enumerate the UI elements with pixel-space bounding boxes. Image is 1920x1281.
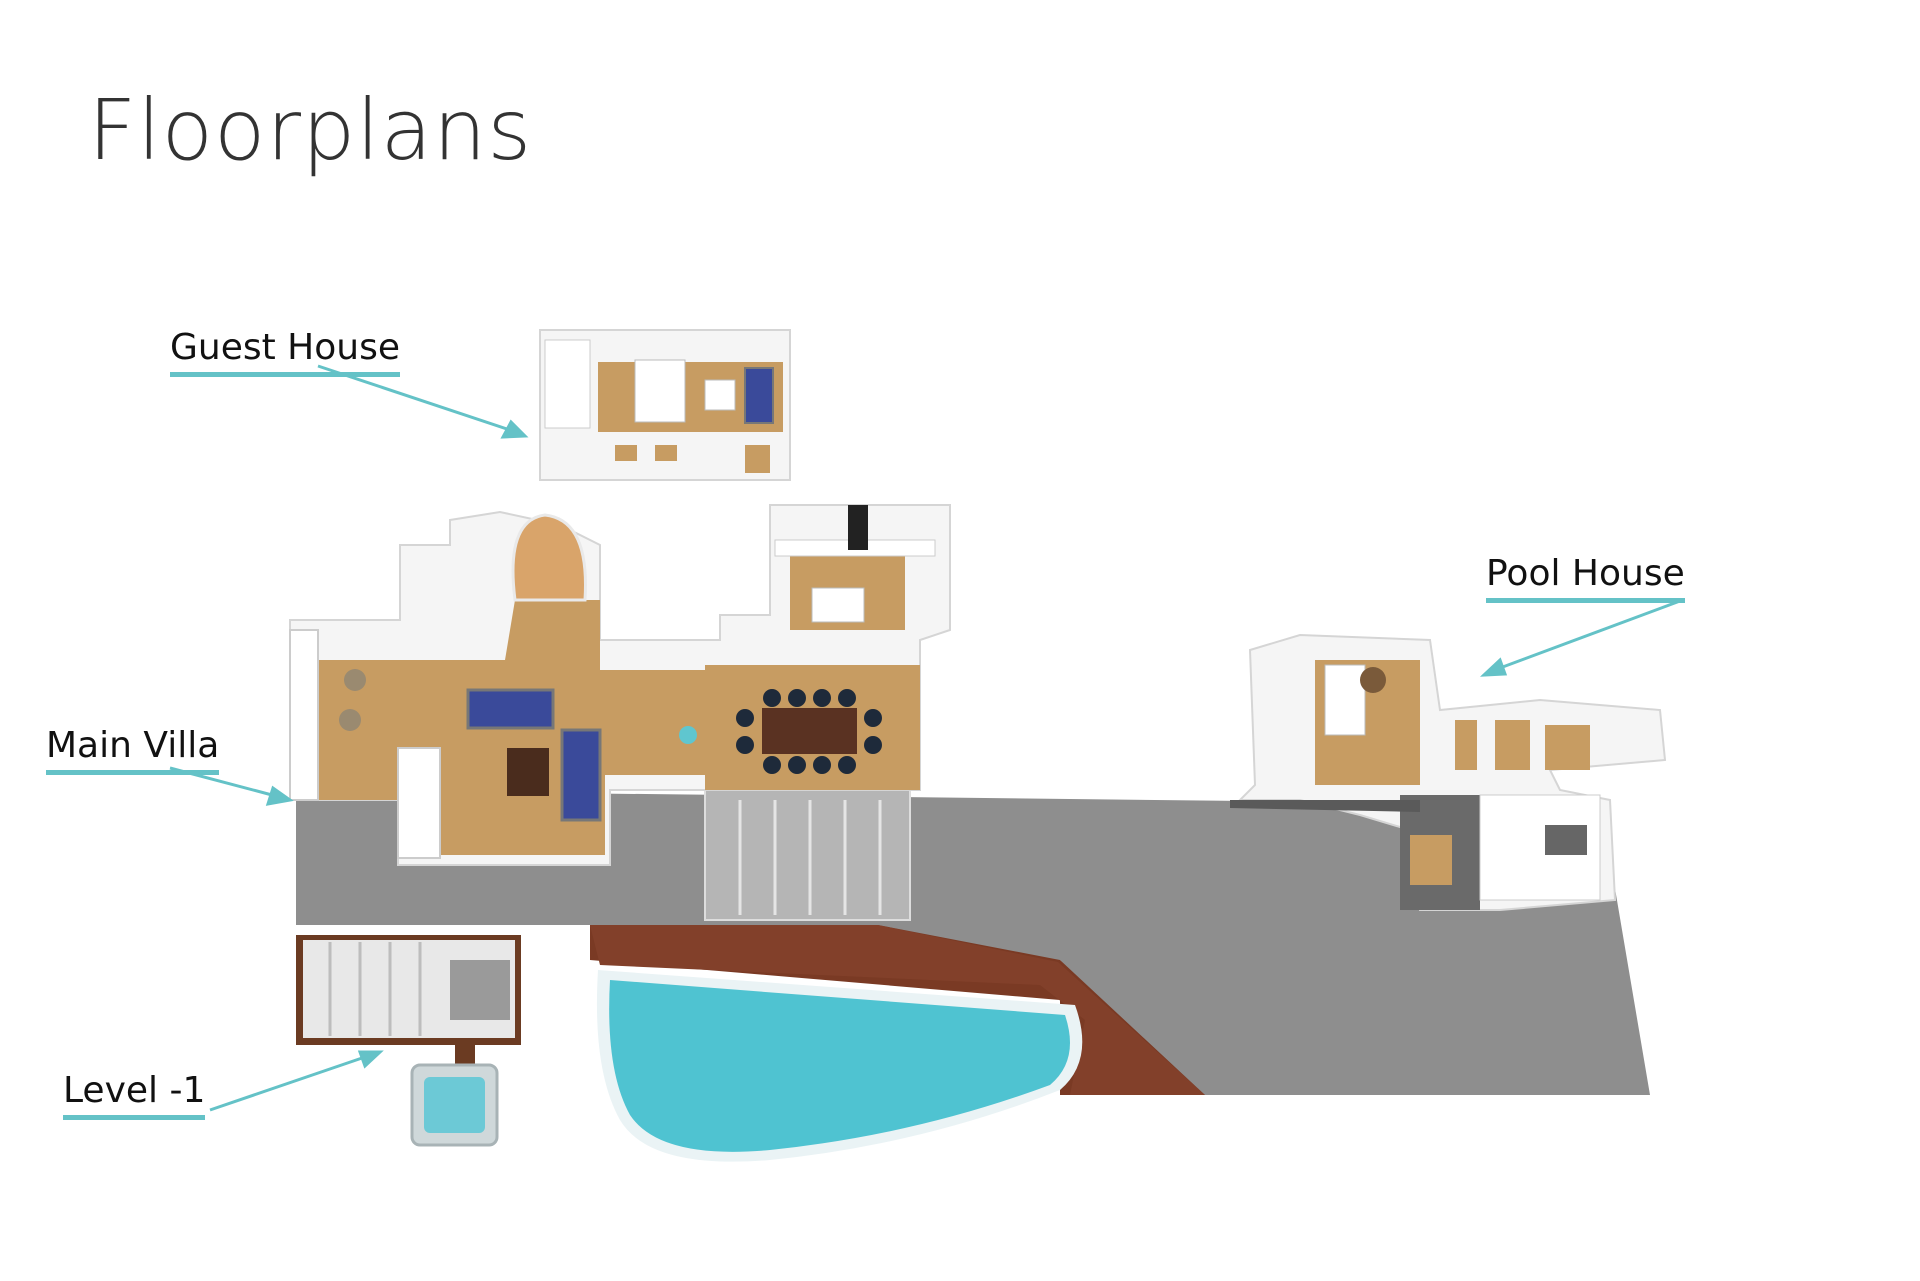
level-minus-1-cushion	[450, 960, 510, 1020]
pool-water	[609, 980, 1070, 1152]
pool-house-arrow-head	[1480, 657, 1508, 677]
coffee-table	[507, 748, 549, 796]
pool-house-ledge	[1230, 800, 1420, 812]
guest-bed	[634, 359, 686, 423]
fireplace	[397, 747, 441, 859]
dining-table	[762, 708, 857, 754]
guest-house-label: Guest House	[170, 330, 400, 377]
terrace	[296, 790, 1650, 1095]
jacuzzi-step	[455, 1045, 475, 1067]
guest-house-arrow-head	[500, 419, 529, 439]
main-villa-arrow-head	[265, 785, 294, 806]
main-villa-floor	[312, 600, 920, 855]
pool-house-arrow	[1499, 599, 1681, 670]
level-minus-1-label: Level -1	[63, 1073, 206, 1120]
guest-window-2	[655, 445, 677, 461]
pool-house-table	[1360, 667, 1386, 693]
pool-house-room-3	[1545, 725, 1590, 770]
guest-bath	[544, 339, 591, 429]
side-table	[679, 726, 697, 744]
guest-window-1	[615, 445, 637, 461]
sofa-2	[560, 728, 602, 822]
pool-house-label: Pool House	[1486, 556, 1685, 603]
sofa-1	[466, 688, 555, 730]
guest-door	[745, 445, 770, 473]
range-hood	[848, 505, 868, 550]
pool-house-bath-floor	[1410, 835, 1452, 885]
guest-sofa	[744, 367, 774, 424]
pool-house-bed	[1324, 664, 1366, 736]
armchair-2	[339, 709, 361, 731]
jacuzzi-water	[424, 1077, 485, 1133]
main-villa-label: Main Villa	[46, 728, 220, 775]
kitchen-island	[811, 587, 865, 623]
level-minus-1-arrow-head	[357, 1050, 384, 1069]
pool-house-bench	[1545, 825, 1587, 855]
pool-house-room-2	[1495, 720, 1530, 770]
armchair-1	[344, 669, 366, 691]
left-wing	[289, 629, 319, 801]
staircase	[511, 513, 587, 602]
pool-house-room-1	[1455, 720, 1477, 770]
pool-deck-strip	[590, 925, 1205, 1095]
level-minus-1-arrow	[209, 1055, 366, 1112]
page-title: Floorplans	[88, 81, 533, 179]
guest-bench	[704, 379, 736, 411]
